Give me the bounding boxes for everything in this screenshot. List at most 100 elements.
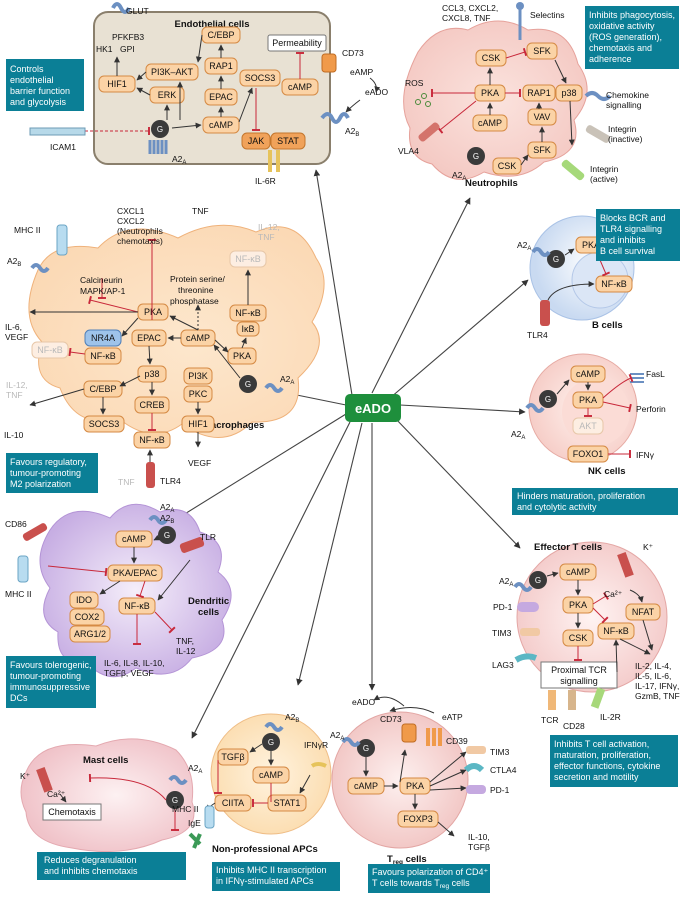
mac-nfkb-faded: NF-κB [37, 345, 63, 355]
b-gs: G [553, 255, 559, 264]
neut-p38: p38 [561, 88, 576, 98]
nk-perforin: Perforin [636, 404, 666, 414]
neut-ros: ROS [405, 78, 424, 88]
eado-arrows [174, 169, 529, 739]
dc-a2b: A2B [160, 513, 174, 525]
mac-ikb: IκB [241, 324, 254, 334]
apc-gs: G [268, 738, 274, 747]
endo-cebp: C/EBP [207, 30, 234, 40]
neut-rap1: RAP1 [527, 88, 551, 98]
dc-a2a: A2A [160, 502, 174, 514]
neut-sfk: SFK [533, 46, 551, 56]
treg-foxp3: FOXP3 [403, 814, 433, 824]
nk-title: NK cells [588, 466, 626, 477]
nk-fasl: FasL [646, 369, 665, 379]
treg-tim3: TIM3 [490, 747, 510, 757]
nk-cells-caption-text: Hinders maturation, proliferation and cy… [517, 491, 648, 512]
endothelial-caption: Controls endothelial barrier function an… [6, 59, 84, 111]
dc-arg: ARG1/2 [74, 629, 106, 639]
effector-t-title: Effector T cells [534, 542, 602, 553]
dc-cd86: CD86 [5, 519, 27, 529]
dendritic-caption: Favours tolerogenic, tumour-promoting im… [6, 656, 96, 708]
hk1-label: HK1 [96, 44, 113, 54]
apc-mhc2: MHC II [172, 804, 198, 814]
treg-eatp: eATP [442, 712, 463, 722]
treg-camp: cAMP [354, 781, 378, 791]
neutrophil-title: Neutrophils [465, 178, 518, 189]
t-lag3: LAG3 [492, 660, 514, 670]
dc-pkaepac: PKA/EPAC [113, 568, 158, 578]
mast-caption-text: Reduces degranulation and inhibits chemo… [44, 855, 139, 876]
dc-cox2: COX2 [75, 612, 100, 622]
endo-nodes: HIF1 PI3K–AKT ERK C/EBP RAP1 EPAC cAMP S… [98, 26, 327, 150]
mac-creb: CREB [139, 400, 164, 410]
nk-gs: G [545, 395, 551, 404]
pfkfb3-label: PFKFB3 [112, 32, 144, 42]
endo-gs: G [157, 125, 163, 134]
b-cells-caption-text: Blocks BCR and TLR4 signalling and inhib… [600, 213, 668, 256]
t-il2r: IL-2R [600, 712, 621, 722]
t-gs: G [535, 576, 541, 585]
t-cytokines: IL-2, IL-4, IL-5, IL-6, IL-17, IFNγ, Gzm… [635, 661, 682, 701]
endo-a2b: A2B [345, 126, 359, 138]
t-k: K⁺ [643, 542, 654, 552]
mac-camp: cAMP [186, 333, 210, 343]
dc-nfkb: NF-κB [124, 601, 150, 611]
mac-il12-top: IL-12,TNF [258, 222, 280, 242]
dc-ido: IDO [76, 595, 92, 605]
endo-jak: JAK [248, 136, 265, 146]
mac-il12: IL-12,TNF [6, 380, 28, 400]
treg-title: Treg cells [387, 854, 427, 866]
treg-a2a: A2A [330, 730, 344, 742]
neut-sfk2: SFK [533, 145, 551, 155]
t-pka: PKA [569, 600, 587, 610]
mac-nfkb-top: NF-κB [235, 254, 261, 264]
b-tlr4: TLR4 [527, 330, 548, 340]
endothelial-title: Endothelial cells [175, 19, 250, 30]
apc-ciita: CIITA [222, 798, 244, 808]
dc-camp: cAMP [122, 534, 146, 544]
mast-caption: Reduces degranulation and inhibits chemo… [37, 852, 186, 880]
mac-mhc2: MHC II [14, 225, 40, 235]
b-pka: PKA [582, 240, 600, 250]
mac-epac: EPAC [137, 333, 161, 343]
mac-il10: IL-10 [4, 430, 24, 440]
glut-label: GLUT [126, 6, 149, 16]
t-tcr: TCR [541, 715, 558, 725]
nk-camp: cAMP [576, 369, 600, 379]
apcs-caption: Inhibits MHC II transcription in IFNγ-st… [212, 862, 340, 891]
nk-cells-caption: Hinders maturation, proliferation and cy… [512, 488, 678, 515]
neut-camp: cAMP [478, 118, 502, 128]
neut-gs: G [473, 152, 479, 161]
apc-stat1: STAT1 [274, 798, 301, 808]
treg-cd39: CD39 [446, 736, 468, 746]
treg-caption: Favours polarization of CD4⁺ T cells tow… [368, 864, 491, 893]
nk-a2a: A2A [511, 429, 525, 441]
endothelial-cell: Endothelial cells GLUT PFKFB3 HK1 GPI HI… [29, 2, 389, 186]
endo-stat: STAT [277, 136, 299, 146]
neut-vla4: VLA4 [398, 146, 419, 156]
apc-title: Non-professional APCs [212, 844, 318, 855]
treg-ctla4: CTLA4 [490, 765, 517, 775]
t-ca: Ca²⁺ [604, 589, 623, 599]
endothelial-caption-text: Controls endothelial barrier function an… [10, 64, 73, 107]
neutrophils-caption: Inhibits phagocytosis, oxidative activit… [585, 6, 679, 69]
treg-cd73: CD73 [380, 714, 402, 724]
endo-camp2: cAMP [288, 82, 312, 92]
mac-p38: p38 [144, 369, 159, 379]
mac-nfkb3: NF-κB [235, 308, 261, 318]
mast-k: K⁺ [20, 771, 31, 781]
macrophage-cell: Macrophages PKA EPAC cAMP NR4A NF-κB NF-… [4, 206, 325, 488]
mac-il6: IL-6,VEGF [5, 322, 28, 342]
mast-a2a: A2A [188, 763, 202, 775]
t-nfkb: NF-κB [603, 626, 629, 636]
mast-chemotaxis: Chemotaxis [48, 807, 96, 817]
treg-caption-text: Favours polarization of CD4⁺ T cells tow… [372, 867, 491, 890]
apc-camp: cAMP [259, 770, 283, 780]
endo-a2a: A2A [172, 154, 186, 166]
